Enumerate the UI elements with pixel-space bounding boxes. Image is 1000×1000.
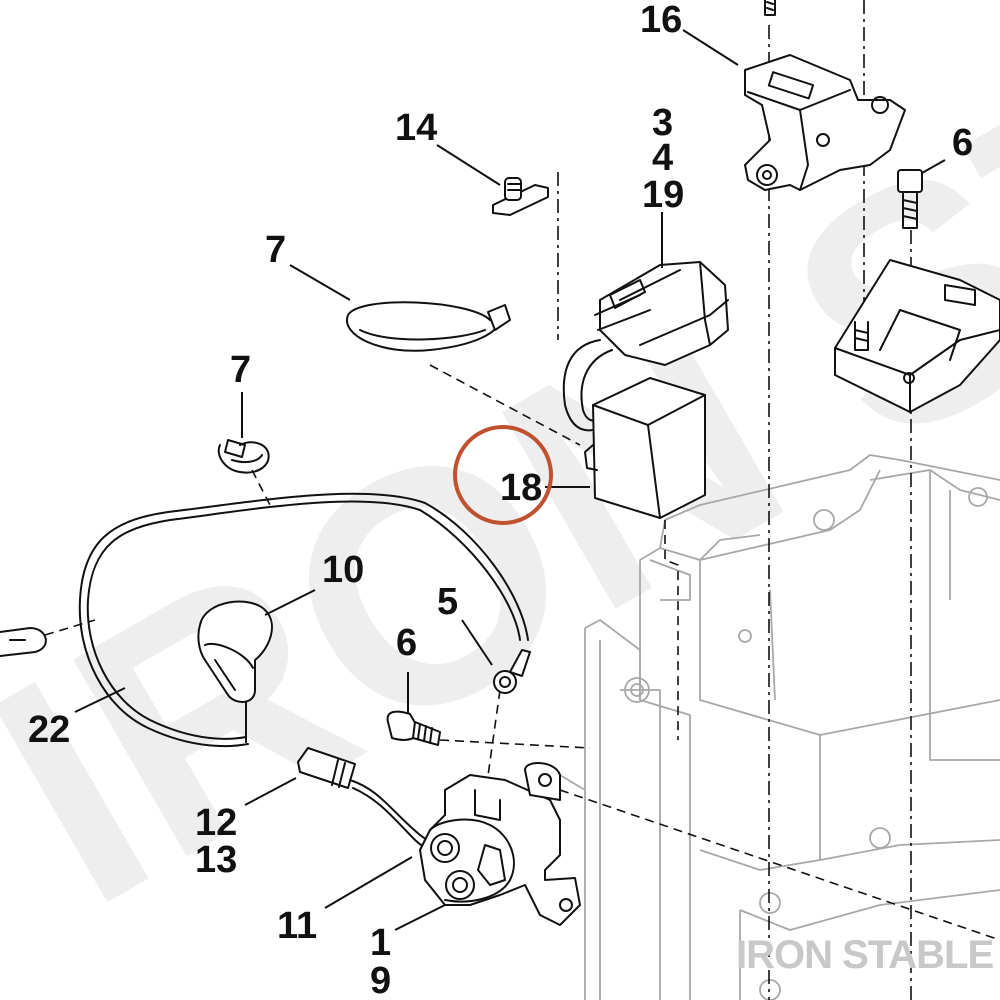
callout-22: 22 bbox=[28, 709, 70, 751]
part-18-relay bbox=[584, 377, 706, 519]
part-7-cable-tie bbox=[345, 301, 511, 352]
callout-12: 12 bbox=[195, 802, 237, 844]
part-10-terminal-boot bbox=[197, 600, 273, 703]
part-edge-clip bbox=[0, 627, 47, 657]
part-16-tip-over-sensor bbox=[744, 0, 906, 191]
callout-6-lower: 6 bbox=[396, 622, 417, 664]
part-7-clamp bbox=[217, 439, 270, 474]
callout-11: 11 bbox=[277, 905, 317, 947]
callout-19: 19 bbox=[642, 174, 684, 216]
callout-13: 13 bbox=[195, 839, 237, 881]
callout-14: 14 bbox=[395, 107, 437, 149]
part-22-wire-harness bbox=[78, 492, 529, 748]
part-11-solenoid bbox=[419, 762, 581, 926]
callout-9: 9 bbox=[370, 960, 391, 1000]
part-14-clip bbox=[492, 177, 549, 216]
leader-lines bbox=[74, 29, 946, 931]
callout-1: 1 bbox=[370, 922, 391, 964]
part-6-bolt-lower bbox=[386, 710, 441, 746]
callout-7-lower: 7 bbox=[230, 349, 251, 391]
callout-4: 4 bbox=[652, 137, 673, 179]
callout-10: 10 bbox=[322, 549, 364, 591]
battery-tray-ghost bbox=[559, 454, 1000, 1000]
callout-labels: 16 14 3 4 19 6 7 7 18 10 5 6 22 12 13 11… bbox=[28, 0, 973, 1000]
callout-3: 3 bbox=[652, 102, 673, 144]
sensor-mounting-bracket bbox=[834, 259, 1000, 413]
brand-logo-text: IRON STABLE bbox=[736, 933, 993, 977]
callout-16: 16 bbox=[640, 0, 682, 41]
part-5-ring-terminal bbox=[493, 649, 531, 694]
callout-18: 18 bbox=[500, 467, 542, 509]
callout-7-upper: 7 bbox=[265, 229, 286, 271]
part-3-connector bbox=[562, 261, 729, 432]
callout-6-upper: 6 bbox=[952, 122, 973, 164]
highlight-ring-18 bbox=[453, 425, 553, 525]
part-6-screw-upper bbox=[897, 169, 923, 229]
callout-5: 5 bbox=[437, 581, 458, 623]
